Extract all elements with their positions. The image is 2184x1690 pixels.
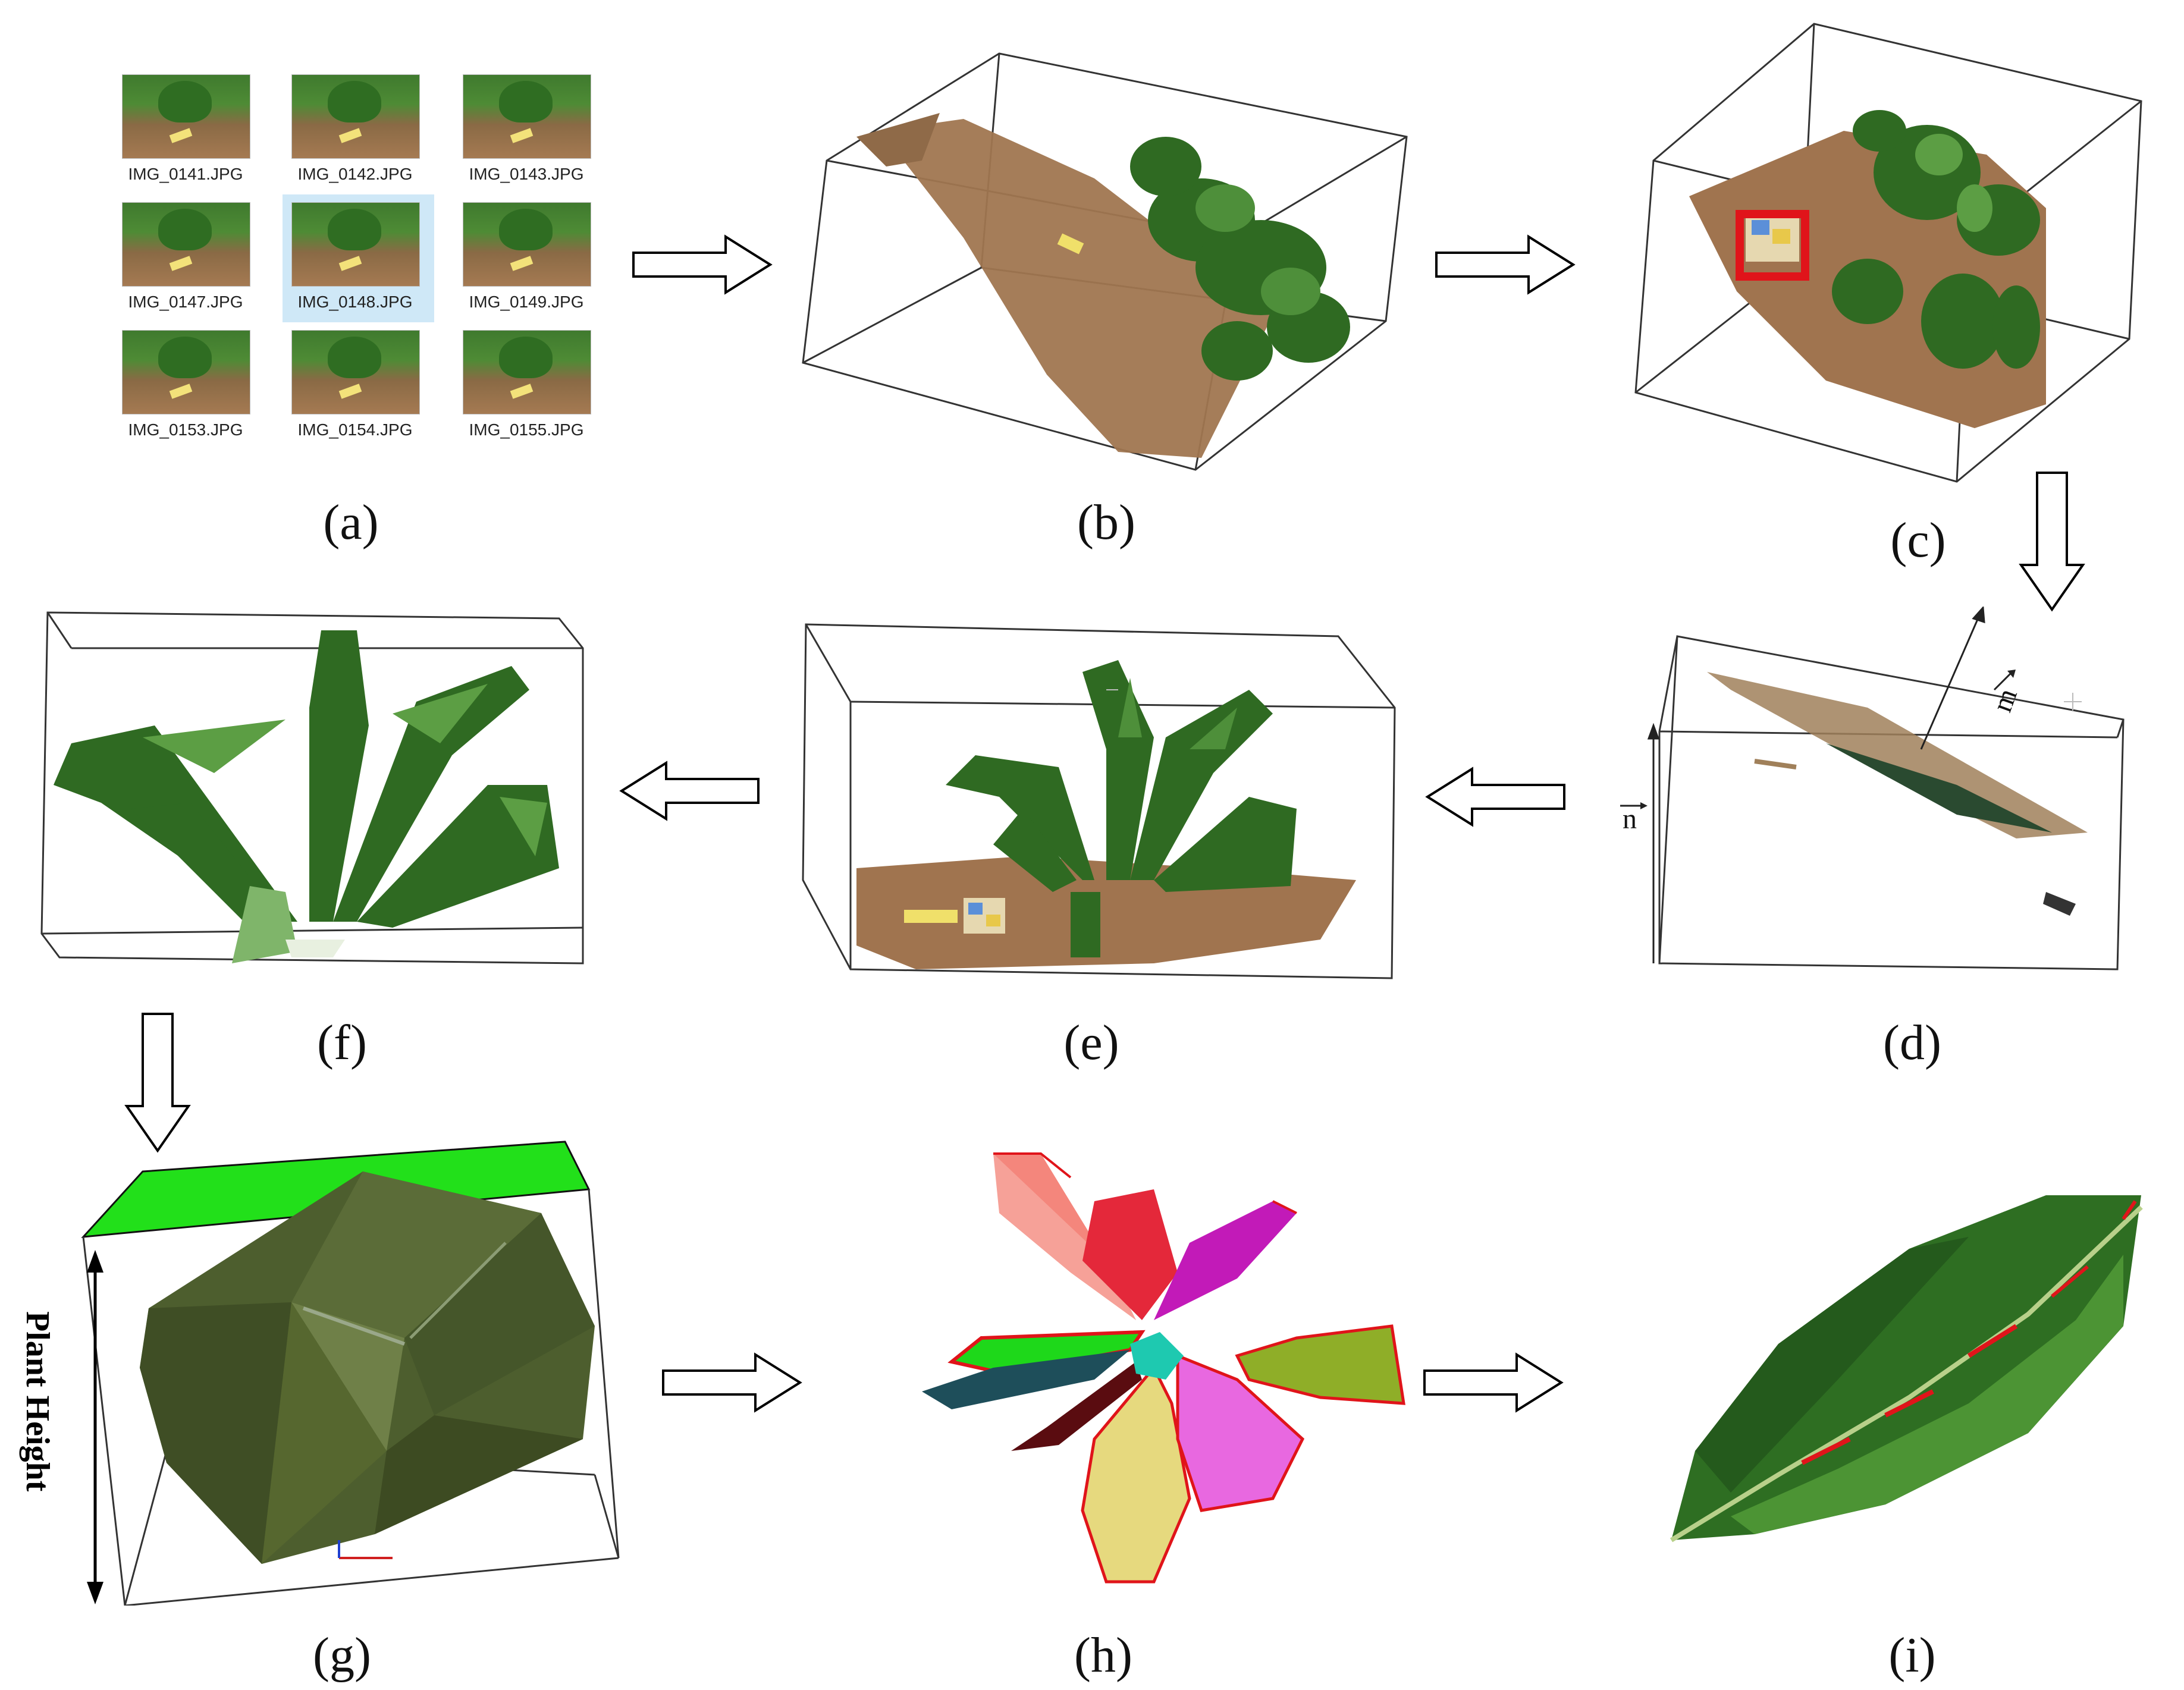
thumbnail-image[interactable] [463,330,591,414]
label-a: (a) [323,495,379,550]
panel-c-cleaned-cloud [1634,23,2142,483]
thumbnail-image[interactable] [291,74,420,159]
thumbnail-filename: IMG_0147.JPG [128,293,243,311]
arrow-left-d-to-e [1425,767,1565,827]
label-f: (f) [317,1015,367,1070]
panel-b-point-cloud [802,52,1408,471]
thumbnail-filename: IMG_0149.JPG [469,293,584,311]
thumbnail-filename: IMG_0148.JPG [297,293,413,311]
vector-m-arrow-mark [1993,670,2016,691]
vector-n-arrow-mark [1620,802,1648,809]
arrow-down-c-to-d [2019,472,2085,612]
label-e: (e) [1063,1015,1119,1070]
thumbnail-image[interactable] [122,330,250,414]
vertical-axis-arrow [1647,723,1660,963]
panel-e-aligned-plant [802,623,1396,979]
thumbnail-filename: IMG_0143.JPG [469,165,584,183]
arrow-right-a-to-b [632,234,773,295]
thumbnail-image[interactable] [122,74,250,159]
thumbnail-image[interactable] [463,202,591,287]
label-c: (c) [1890,513,1946,568]
panel-g-convex-hull [81,1141,620,1606]
panel-i-single-leaf [1670,1195,2143,1543]
panel-d-plane-fitting [1647,607,2125,970]
plant-height-label: Plant Height [19,1311,56,1492]
arrow-down-f-to-g [124,1013,191,1153]
arrow-left-e-to-f [619,761,760,821]
thumbnail-filename: IMG_0142.JPG [297,165,413,183]
label-i: (i) [1888,1628,1936,1683]
thumbnail-image[interactable] [463,74,591,159]
plant-height-arrow [87,1250,103,1604]
reference-cube-highlight [1736,210,1809,281]
thumbnail-image[interactable] [122,202,250,287]
arrow-right-b-to-c [1435,234,1576,295]
panel-a-image-grid: IMG_0141.JPG IMG_0142.JPG IMG_0143.JPG IMG_… [0,0,625,452]
label-h: (h) [1074,1628,1132,1683]
label-b: (b) [1077,495,1135,550]
panel-f-segmented-plant [40,611,584,965]
panel-h-leaf-segmentation [922,1152,1405,1584]
label-g: (g) [313,1628,371,1683]
label-d: (d) [1883,1015,1941,1070]
arrow-right-h-to-i [1423,1352,1564,1413]
vector-n-label: n [1623,803,1637,835]
thumbnail-image[interactable] [291,330,420,414]
thumbnail-filename: IMG_0141.JPG [128,165,243,183]
arrow-right-g-to-h [662,1352,802,1413]
thumbnail-filename: IMG_0153.JPG [128,420,243,439]
thumbnail-filename: IMG_0155.JPG [469,420,584,439]
normal-vector-m [1920,607,1985,750]
thumbnail-filename: IMG_0154.JPG [297,420,413,439]
thumbnail-image[interactable] [291,202,420,287]
